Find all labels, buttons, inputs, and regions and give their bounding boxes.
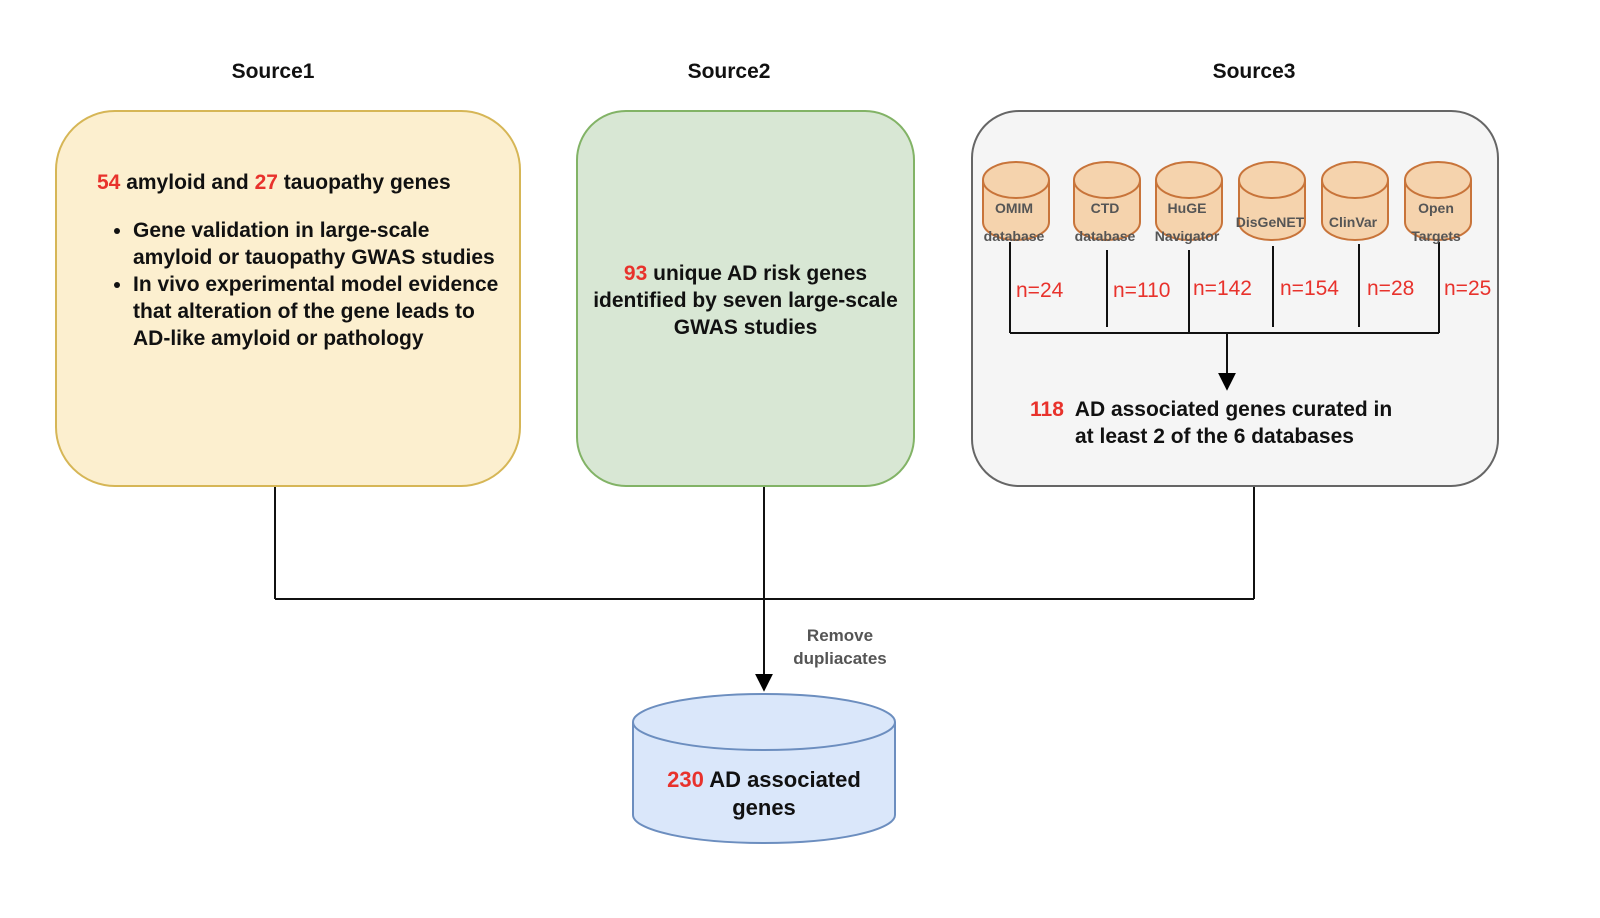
final-text-second: genes [732,795,796,820]
db-ctd-name: CTD [1090,200,1120,216]
source1-tau-count: 27 [254,171,278,194]
source2-count: 93 [623,262,648,285]
count-omim: n=24 [1016,279,1064,302]
db-huge-sub: Navigator [1154,228,1220,244]
count-opentargets: n=25 [1444,277,1492,300]
db-label-omim: OMIM database [969,194,1059,250]
count-ctd: n=110 [1113,279,1171,302]
db-connectors [1009,242,1440,391]
source1-bullet-list: Gene validation in large-scale amyloid o… [99,217,514,352]
final-count: 230 [667,767,704,792]
source2-text: 93 unique AD risk genes identified by se… [578,260,913,341]
db-omim-name: OMIM [994,200,1034,216]
db-label-huge: HuGE Navigator [1142,194,1232,250]
db-opentargets-name: Open [1418,200,1454,216]
cylinder-clinvar-icon [1321,161,1389,241]
dedup-label: Remove dupliacates [775,624,905,670]
db-clinvar-name: ClinVar [1328,214,1378,230]
db-ctd-sub: database [1074,228,1136,244]
source3-result: 118 AD associated genes curated in at le… [1030,396,1392,450]
db-cylinders [982,161,1472,241]
db-label-clinvar: ClinVar [1308,208,1398,236]
source1-heading: 54 amyloid and 27 tauopathy genes [97,169,451,196]
final-cylinder-icon [632,693,896,844]
source1-bullet-invivo: In vivo experimental model evidence that… [133,271,514,352]
source1-amyloid-count: 54 [97,171,121,194]
final-text-first: AD associated [709,767,861,792]
db-disgenet-name: DisGeNET [1235,214,1305,230]
source3-title: Source3 [1212,60,1296,83]
db-opentargets-sub: Targets [1411,228,1461,244]
source2-title: Source2 [687,60,771,83]
final-text: 230 AD associated genes [633,766,895,822]
db-label-opentargets: Open Targets [1391,194,1481,250]
count-huge: n=142 [1193,277,1252,300]
source2-text-rest: identified by seven large-scale GWAS stu… [593,289,898,339]
source1-criteria: Gene validation in large-scale amyloid o… [99,217,514,352]
source1-amyloid-text: amyloid and [126,171,249,194]
cylinder-huge-icon [1155,161,1223,241]
cylinder-ctd-icon [1073,161,1141,241]
dedup-label-line2: dupliacates [793,649,887,668]
source3-result-text-second: at least 2 of the 6 databases [1075,425,1354,448]
cylinder-omim-icon [982,161,1050,241]
source2-box: 93 unique AD risk genes identified by se… [576,110,915,487]
db-label-ctd: CTD database [1060,194,1150,250]
cylinder-opentargets-icon [1404,161,1472,241]
source1-tau-text: tauopathy genes [283,171,451,194]
dedup-label-line1: Remove [806,626,874,645]
count-clinvar: n=28 [1367,277,1415,300]
count-disgenet: n=154 [1280,277,1339,300]
source2-text-first: unique AD risk genes [653,262,868,285]
source3-result-count: 118 [1030,398,1064,421]
db-label-disgenet: DisGeNET [1225,208,1315,236]
source1-title: Source1 [231,60,315,83]
db-omim-sub: database [983,228,1045,244]
db-huge-name: HuGE [1167,200,1207,216]
cylinder-disgenet-icon [1238,161,1306,241]
source1-box: 54 amyloid and 27 tauopathy genes Gene v… [55,110,521,487]
source1-bullet-gwas: Gene validation in large-scale amyloid o… [133,217,514,271]
source3-result-text-first: AD associated genes curated in [1074,398,1393,421]
merge-connectors [274,487,1255,692]
